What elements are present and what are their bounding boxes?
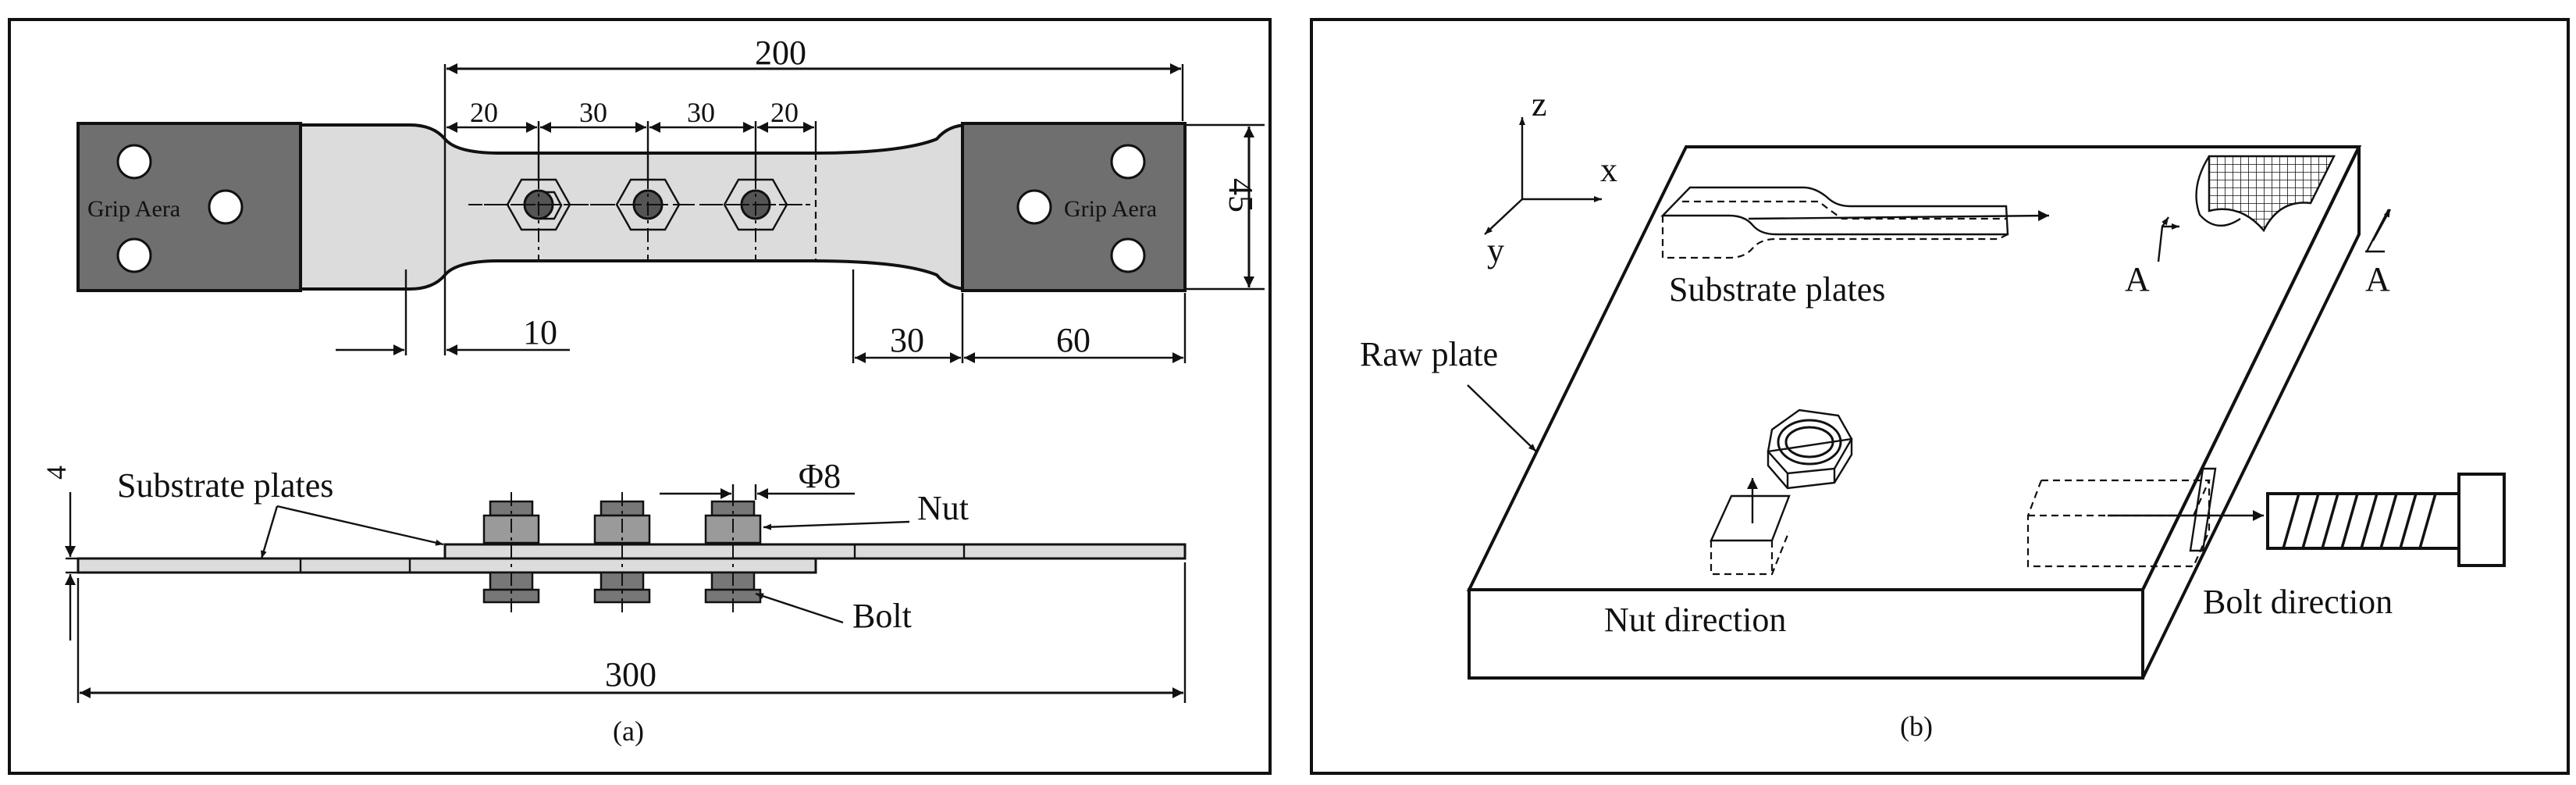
substrate-plates-label-b: Substrate plates — [1669, 270, 1885, 309]
dim-label-10: 10 — [523, 313, 557, 351]
panel-b-frame — [1310, 18, 2570, 775]
bolt-direction-sketch — [2026, 467, 2264, 568]
panel-a-caption: (a) — [613, 715, 644, 747]
axis-triad: z x y — [1484, 85, 1617, 269]
dim-label-60: 60 — [1056, 321, 1091, 359]
bolt-sketch — [2266, 473, 2506, 567]
substrate-plate-upper — [443, 543, 1187, 560]
annotations-side: 4 Substrate plates Φ8 Nut Bolt 300 (a) — [41, 457, 1187, 747]
nut-label: Nut — [917, 489, 969, 527]
grip-hole — [116, 237, 152, 273]
dim-label-300: 300 — [605, 655, 656, 694]
nut-direction-label: Nut direction — [1604, 601, 1786, 639]
nut-leader-line — [763, 520, 910, 530]
bolt-side-3 — [704, 492, 762, 613]
dim-label-20-left: 20 — [470, 97, 498, 128]
leader-line — [276, 505, 444, 546]
grip-hole — [1110, 144, 1146, 180]
raw-plate-leader-line — [1467, 384, 1537, 452]
specimen-side-view — [76, 492, 1187, 613]
axis-label-z: z — [1532, 85, 1547, 123]
nut-sketch — [1767, 409, 1853, 490]
nut-direction-sketch — [1710, 478, 1791, 576]
raw-plate-top-face — [1466, 145, 2362, 591]
dim-label-30-b: 30 — [687, 97, 715, 128]
dim-label-30-a: 30 — [579, 97, 607, 128]
bolt-side-2 — [593, 492, 651, 613]
section-label-a-left: A — [2125, 260, 2150, 298]
bolt-label: Bolt — [852, 597, 912, 635]
grip-label-right: Grip Aera — [1064, 196, 1157, 222]
substrate-direction-arrow — [1748, 210, 2050, 222]
raw-plate-front-face — [1468, 588, 2144, 680]
dim-label-4: 4 — [41, 466, 72, 480]
section-grid — [2195, 155, 2336, 233]
bolt-leader-line — [755, 592, 844, 624]
specimen-top-view: Grip Aera Grip Aera — [76, 64, 1187, 355]
dim-label-phi8: Φ8 — [799, 457, 841, 495]
raw-plate-label: Raw plate — [1360, 335, 1498, 373]
dim-label-45: 45 — [1222, 178, 1260, 212]
raw-plate-right-face — [2141, 146, 2361, 679]
section-a-a: A A — [2125, 209, 2392, 298]
grip-hole — [1110, 237, 1146, 273]
leader-line — [260, 505, 279, 559]
section-label-a-right: A — [2365, 260, 2390, 298]
dim-label-20-right: 20 — [770, 97, 799, 128]
panel-b: z x y Substrate plates — [1310, 18, 2570, 775]
grip-hole — [116, 144, 152, 180]
grip-area-right — [961, 122, 1187, 292]
axis-label-y: y — [1487, 231, 1504, 269]
dimensions-top: 200 20 30 30 20 45 10 30 — [336, 34, 1265, 363]
substrate-plates-label-a: Substrate plates — [117, 466, 333, 505]
grip-area-left — [76, 122, 302, 292]
grip-label-left: Grip Aera — [87, 196, 180, 222]
dim-label-30-bottom: 30 — [890, 321, 924, 359]
substrate-plate-lower — [76, 557, 817, 574]
panel-a: Grip Aera Grip Aera — [8, 18, 1272, 775]
dim-label-200: 200 — [755, 34, 806, 72]
bolt-side-1 — [482, 492, 540, 613]
raw-plate — [1466, 145, 2362, 680]
substrate-plate-sketch — [1660, 186, 2050, 259]
bolt-direction-label: Bolt direction — [2203, 583, 2393, 621]
grip-hole — [1016, 189, 1052, 225]
panel-a-frame — [8, 18, 1272, 775]
panel-b-caption: (b) — [1900, 711, 1933, 742]
grip-hole — [208, 189, 244, 225]
bolt-thread — [2282, 493, 2437, 549]
axis-label-x: x — [1600, 151, 1617, 189]
